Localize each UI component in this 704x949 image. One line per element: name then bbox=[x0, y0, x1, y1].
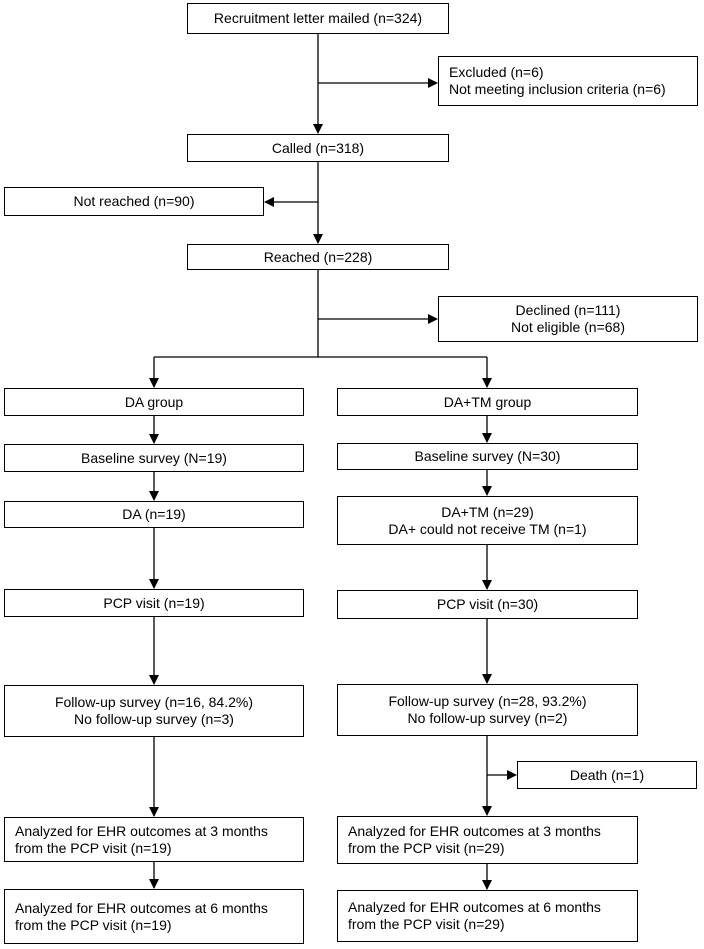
box-text-line: Recruitment letter mailed (n=324) bbox=[213, 10, 423, 26]
box-text-line: PCP visit (n=19) bbox=[103, 594, 205, 611]
box-pcp-visit-da: PCP visit (n=19) bbox=[4, 589, 304, 617]
box-text-line: DA (n=19) bbox=[122, 506, 186, 522]
box-text-line: No follow-up survey (n=3) bbox=[74, 711, 234, 727]
box-text-line: Analyzed for EHR outcomes at 3 months bbox=[15, 822, 268, 839]
box-text-line: from the PCP visit (n=29) bbox=[348, 840, 505, 856]
box-text-line: Analyzed for EHR outcomes at 3 months bbox=[348, 823, 601, 839]
box-not-reached: Not reached (n=90) bbox=[4, 187, 264, 216]
box-text-line: DA group bbox=[124, 393, 184, 410]
box-text-line: Reached (n=228) bbox=[263, 248, 373, 265]
box-text-line: PCP visit (n=30) bbox=[436, 596, 539, 612]
box-text-line: from the PCP visit (n=19) bbox=[15, 916, 172, 933]
box-pcp-visit-datm: PCP visit (n=30) bbox=[337, 590, 638, 619]
box-text-line: Death (n=1) bbox=[569, 766, 645, 783]
box-called: Called (n=318) bbox=[187, 134, 449, 162]
box-text-line: from the PCP visit (n=29) bbox=[348, 916, 505, 932]
box-excluded: Excluded (n=6)Not meeting inclusion crit… bbox=[438, 56, 698, 106]
box-text-line: Follow-up survey (n=28, 93.2%) bbox=[388, 693, 587, 709]
box-recruitment-mailed: Recruitment letter mailed (n=324) bbox=[187, 3, 449, 34]
box-text-line: Excluded (n=6) bbox=[449, 64, 544, 80]
box-text-line: Baseline survey (N=19) bbox=[81, 449, 227, 466]
box-follow-up-datm: Follow-up survey (n=28, 93.2%)No follow-… bbox=[337, 684, 638, 736]
box-text-line: from the PCP visit (n=19) bbox=[15, 839, 172, 856]
box-text-line: Not eligible (n=68) bbox=[510, 319, 625, 335]
box-text-line: DA+TM (n=29) bbox=[441, 503, 534, 520]
box-text-line: Called (n=318) bbox=[271, 139, 365, 156]
box-text-line: Not reached (n=90) bbox=[73, 193, 195, 209]
box-text-line: Analyzed for EHR outcomes at 6 months bbox=[348, 899, 601, 915]
box-text-line: Follow-up survey (n=16, 84.2%) bbox=[54, 694, 254, 710]
box-da-group: DA group bbox=[4, 388, 304, 416]
box-datm-group: DA+TM group bbox=[337, 388, 638, 416]
box-text-line: Not meeting inclusion criteria (n=6) bbox=[449, 81, 666, 97]
box-da: DA (n=19) bbox=[4, 501, 304, 528]
box-text-line: No follow-up survey (n=2) bbox=[407, 710, 568, 726]
box-text-line: Analyzed for EHR outcomes at 6 months bbox=[15, 899, 268, 916]
box-text-line: DA+TM group bbox=[443, 393, 532, 410]
box-baseline-datm: Baseline survey (N=30) bbox=[337, 443, 638, 470]
box-baseline-da: Baseline survey (N=19) bbox=[4, 444, 304, 472]
box-declined: Declined (n=111)Not eligible (n=68) bbox=[438, 296, 698, 342]
box-datm: DA+TM (n=29)DA+ could not receive TM (n=… bbox=[337, 496, 638, 545]
box-text-line: Declined (n=111) bbox=[515, 302, 621, 318]
box-death: Death (n=1) bbox=[517, 761, 697, 789]
box-follow-up-da: Follow-up survey (n=16, 84.2%)No follow-… bbox=[4, 685, 304, 737]
box-reached: Reached (n=228) bbox=[187, 244, 449, 270]
box-text-line: Baseline survey (N=30) bbox=[414, 448, 561, 464]
box-text-line: DA+ could not receive TM (n=1) bbox=[388, 520, 587, 537]
